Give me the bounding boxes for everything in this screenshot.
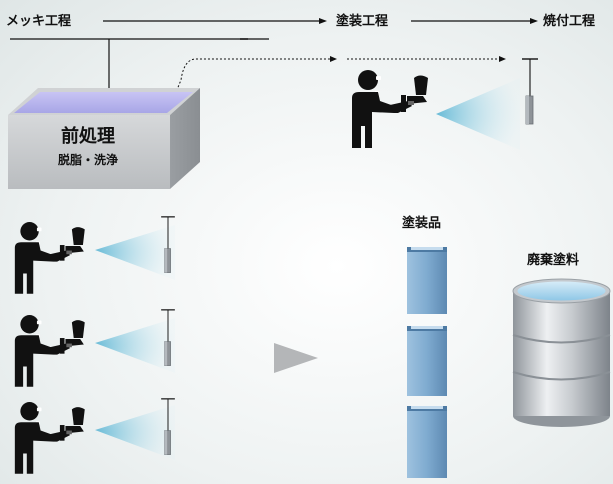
process-flow-line	[10, 18, 538, 98]
spray-station-top	[352, 58, 539, 150]
pretreatment-tank	[8, 88, 200, 189]
waste-paint-drum	[512, 278, 611, 427]
worker-icon	[14, 222, 85, 294]
spray-station-1	[14, 216, 176, 294]
waste-paint-label: 廃棄塗料	[527, 253, 580, 268]
coated-products-stack	[407, 247, 447, 478]
stage-painting-label: 塗装工程	[336, 14, 389, 29]
hanger-icon	[521, 58, 539, 125]
worker-icon	[352, 70, 428, 148]
coated-product	[407, 326, 447, 396]
coated-product	[407, 247, 447, 314]
stage-plating-label: メッキ工程	[6, 14, 72, 29]
spray-station-2	[14, 309, 176, 387]
result-arrow-icon	[274, 343, 318, 373]
stage-baking-label: 焼付工程	[543, 14, 596, 29]
spray-station-3	[14, 398, 176, 474]
coated-products-label: 塗装品	[402, 216, 442, 231]
pretreatment-title: 前処理	[61, 126, 115, 147]
dotted-connector	[171, 56, 506, 103]
pretreatment-subtitle: 脱脂・洗浄	[57, 153, 118, 167]
worker-icon	[14, 402, 85, 474]
worker-icon	[14, 315, 85, 387]
coated-product	[407, 406, 447, 478]
